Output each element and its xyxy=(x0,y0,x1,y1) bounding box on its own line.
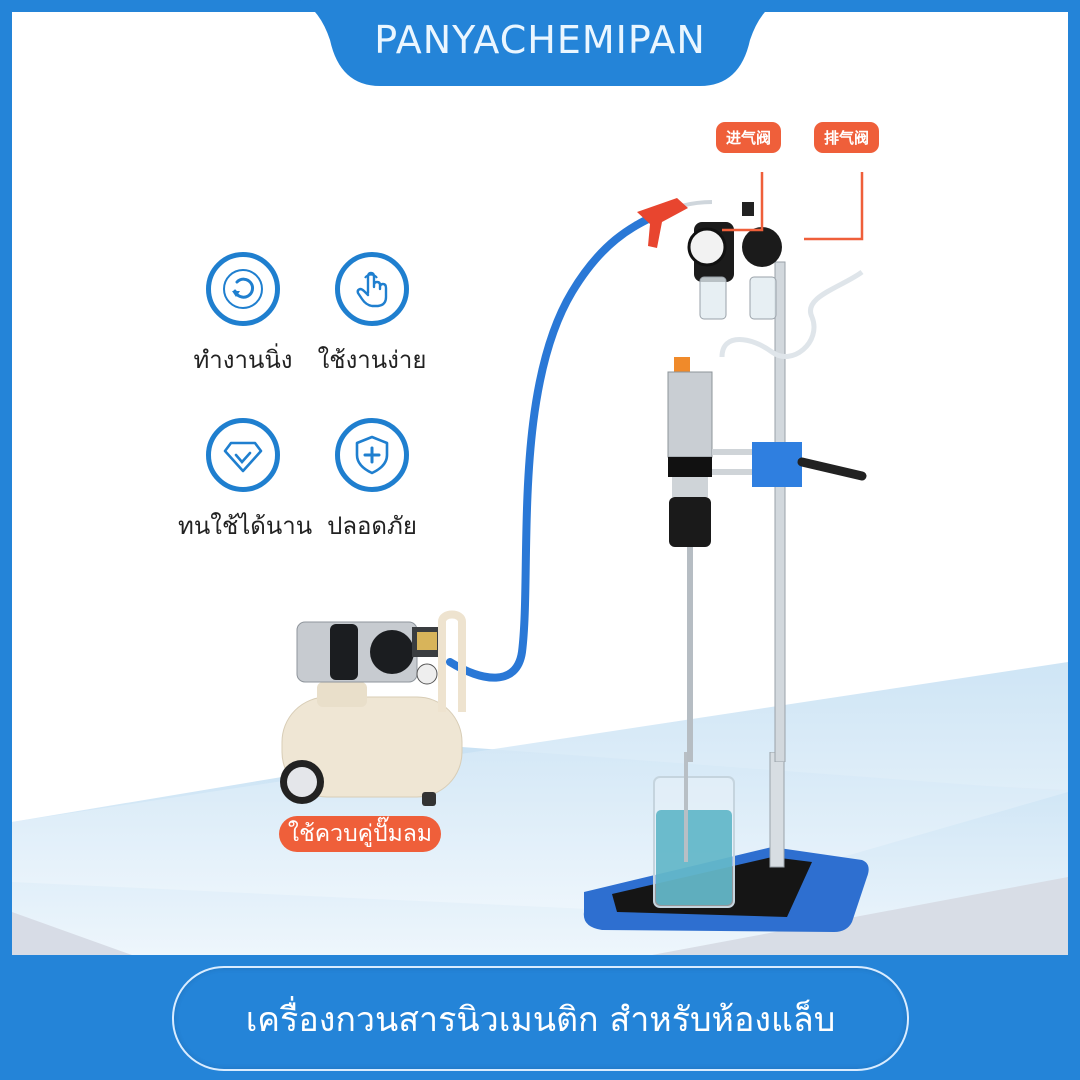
air-hose xyxy=(446,198,713,682)
feature-easy-to-use: ใช้งานง่าย xyxy=(307,252,437,379)
brand-header: PANYACHEMIPAN xyxy=(300,0,780,90)
feature-label: ทนใช้ได้นาน xyxy=(178,512,313,540)
feature-icon-ring xyxy=(206,252,280,326)
feature-icon-ring xyxy=(335,418,409,492)
exhaust-valve-callout: 排气阀 xyxy=(814,122,880,153)
feature-durable: ทนใช้ได้นาน xyxy=(178,418,313,545)
feature-icon-ring xyxy=(206,418,280,492)
pneumatic-stirrer-image xyxy=(667,172,867,762)
feature-label: ใช้งานง่าย xyxy=(317,346,427,374)
feature-label: ปลอดภัย xyxy=(327,512,417,540)
feature-icon-ring xyxy=(335,252,409,326)
hand-pointer-icon xyxy=(356,271,388,308)
brand-tab-shape xyxy=(300,0,780,86)
feature-stable-operation: ทำงานนิ่ง xyxy=(178,252,308,379)
air-gun xyxy=(637,198,688,248)
stirrer-stand-image xyxy=(583,752,869,932)
brand-name: PANYACHEMIPAN xyxy=(374,18,706,62)
pump-pairing-badge: ใช้ควบคู่ปั๊มลม xyxy=(279,816,441,852)
air-compressor-image xyxy=(280,610,466,806)
rotate-icon xyxy=(223,269,263,309)
shield-plus-icon xyxy=(355,435,389,475)
diamond-check-icon xyxy=(223,441,263,473)
product-scene xyxy=(12,12,1068,955)
product-title-banner: เครื่องกวนสารนิวเมนติก สำหรับห้องแล็บ xyxy=(172,966,909,1071)
inlet-valve-callout: 进气阀 xyxy=(716,122,782,153)
product-title: เครื่องกวนสารนิวเมนติก สำหรับห้องแล็บ xyxy=(245,999,836,1040)
feature-label: ทำงานนิ่ง xyxy=(193,346,293,374)
feature-safe: ปลอดภัย xyxy=(307,418,437,545)
